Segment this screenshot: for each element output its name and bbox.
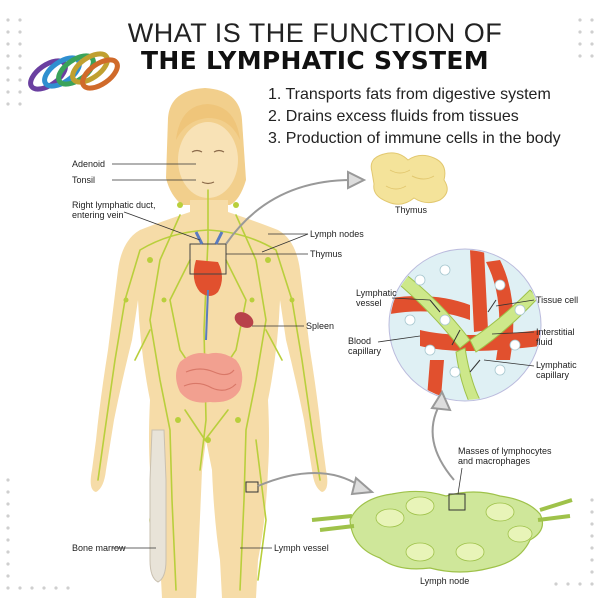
thoracic-duct xyxy=(205,289,209,341)
thymus-highlight-box xyxy=(189,243,227,275)
label-right-lymphatic-duct-1: Right lymphatic duct, xyxy=(72,200,156,210)
hair-fringe xyxy=(176,104,240,140)
label-thymus: Thymus xyxy=(310,249,343,259)
function-item-3: 3. Production of immune cells in the bod… xyxy=(268,130,561,147)
label-lymphatic-vessel-1: Lymphatic xyxy=(356,288,397,298)
label-bone-marrow: Bone marrow xyxy=(72,543,126,553)
label-interstitial-fluid-2: fluid xyxy=(536,337,553,347)
label-lymphatic-capillary-1: Lymphatic xyxy=(536,360,577,370)
label-thymus-inset: Thymus xyxy=(395,205,428,215)
femur-bone-marrow xyxy=(149,429,167,583)
label-lymph-vessel: Lymph vessel xyxy=(274,543,329,553)
label-right-lymphatic-duct-2: entering vein xyxy=(72,210,124,220)
title-line-2: THE LYMPHATIC SYSTEM xyxy=(141,46,489,75)
label-masses-lymphocytes-1: Masses of lymphocytes xyxy=(458,446,552,456)
face-shape xyxy=(178,122,238,198)
heart-shape xyxy=(193,260,222,296)
label-blood-capillary-2: capillary xyxy=(348,346,382,356)
label-interstitial-fluid-1: Interstitial xyxy=(536,327,575,337)
label-spleen: Spleen xyxy=(306,321,335,331)
label-lymph-node: Lymph node xyxy=(420,576,470,586)
label-adenoid: Adenoid xyxy=(72,159,106,169)
label-lymphatic-vessel-2: vessel xyxy=(356,298,382,308)
subclavian-veins xyxy=(194,231,224,245)
label-masses-lymphocytes-2: and macrophages xyxy=(458,456,531,466)
lymph-vessel-network xyxy=(97,189,321,591)
label-lymph-nodes: Lymph nodes xyxy=(310,229,364,239)
lymph-node-highlight-box xyxy=(245,481,259,493)
label-tissue-cell: Tissue cell xyxy=(536,295,579,305)
label-lymphatic-capillary-2: capillary xyxy=(536,370,570,380)
label-blood-capillary-1: Blood xyxy=(348,336,372,346)
label-tonsil: Tonsil xyxy=(72,175,96,185)
title-line-1: WHAT IS THE FUNCTION OF xyxy=(127,18,503,48)
function-item-1: 1. Transports fats from digestive system xyxy=(268,86,551,103)
spleen-shape xyxy=(234,312,254,328)
function-item-2: 2. Drains excess fluids from tissues xyxy=(268,108,519,125)
